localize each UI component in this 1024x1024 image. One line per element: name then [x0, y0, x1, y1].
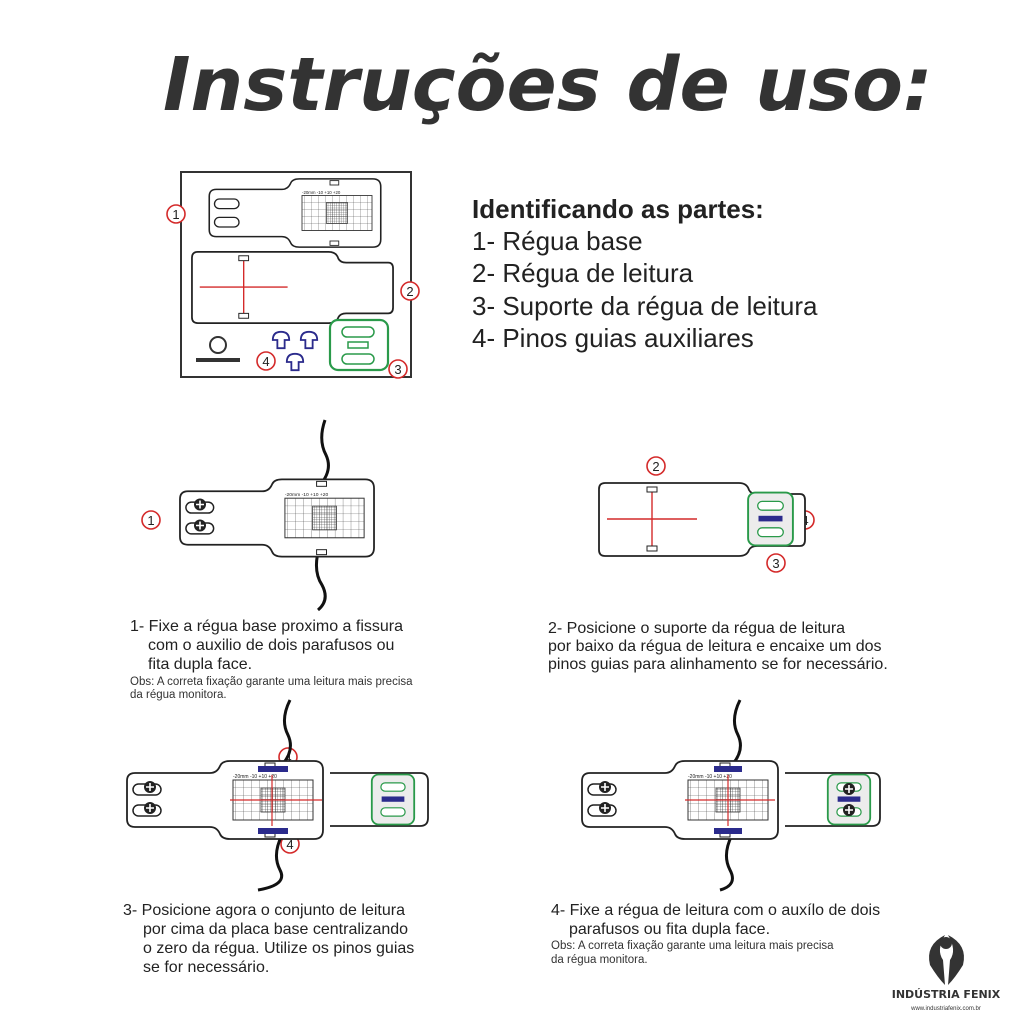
step-line: por baixo da régua de leitura e encaixe …	[548, 638, 882, 655]
step-line: pinos guias para alinhamento se for nece…	[548, 656, 888, 673]
step-line: se for necessário.	[143, 959, 269, 976]
page-title: Instruções de uso:	[163, 42, 933, 128]
callout-1: 1	[172, 207, 179, 222]
callout-2: 2	[652, 459, 659, 474]
step-line: parafusos ou fita dupla face.	[569, 921, 770, 938]
step-line: 1- Fixe a régua base proximo a fissura	[130, 618, 403, 635]
part-item: 3- Suporte da régua de leitura	[472, 291, 818, 321]
logo-name: INDÚSTRIA FENIX	[892, 988, 1001, 1001]
industria-fenix-logo: INDÚSTRIA FENIX www.industriafenix.com.b…	[892, 935, 1001, 1012]
step-4-illustration	[582, 699, 881, 892]
callout-2: 2	[406, 284, 413, 299]
step-line: fita dupla face.	[148, 656, 252, 673]
crack-line	[315, 419, 330, 612]
parts-heading: Identificando as partes:	[472, 194, 764, 224]
crack-line	[257, 699, 292, 892]
step-4-text: 4- Fixe a régua de leitura com o auxílo …	[551, 902, 880, 966]
step-line: por cima da placa base centralizando	[143, 921, 408, 938]
crack-line	[719, 699, 742, 892]
step-note: da régua monitora.	[551, 954, 648, 966]
small-logo	[196, 336, 240, 362]
callout-1: 1	[147, 513, 154, 528]
logo-url: www.industriafenix.com.br	[910, 1006, 981, 1012]
step-2-text: 2- Posicione o suporte da régua de leitu…	[548, 620, 888, 673]
callout-3: 3	[394, 362, 401, 377]
step-line: 4- Fixe a régua de leitura com o auxílo …	[551, 902, 880, 919]
callout-3: 3	[772, 556, 779, 571]
step-2-illustration	[598, 482, 806, 557]
step-line: 3- Posicione agora o conjunto de leitura	[123, 902, 405, 919]
step-line: 2- Posicione o suporte da régua de leitu…	[548, 620, 845, 637]
part-item: 2- Régua de leitura	[472, 258, 694, 288]
step-3-illustration	[127, 699, 429, 892]
callout-4: 4	[286, 837, 293, 852]
base-ruler-part	[209, 179, 381, 247]
step-line: o zero da régua. Utilize os pinos guias	[143, 940, 414, 957]
part-item: 1- Régua base	[472, 226, 643, 256]
step-1-text: 1- Fixe a régua base proximo a fissura c…	[130, 618, 413, 701]
reading-ruler-part	[191, 250, 394, 325]
parts-panel	[180, 171, 412, 378]
step-note: da régua monitora.	[130, 689, 227, 701]
callout-4: 4	[262, 354, 269, 369]
step-note: Obs: A correta fixação garante uma leitu…	[551, 940, 834, 952]
callouts	[141, 204, 815, 854]
step-line: com o auxilio de dois parafusos ou	[148, 637, 394, 654]
step-3-text: 3- Posicione agora o conjunto de leitura…	[123, 902, 414, 976]
step-note: Obs: A correta fixação garante uma leitu…	[130, 676, 413, 688]
part-item: 4- Pinos guias auxiliares	[472, 323, 754, 353]
step-1-illustration	[180, 419, 374, 612]
